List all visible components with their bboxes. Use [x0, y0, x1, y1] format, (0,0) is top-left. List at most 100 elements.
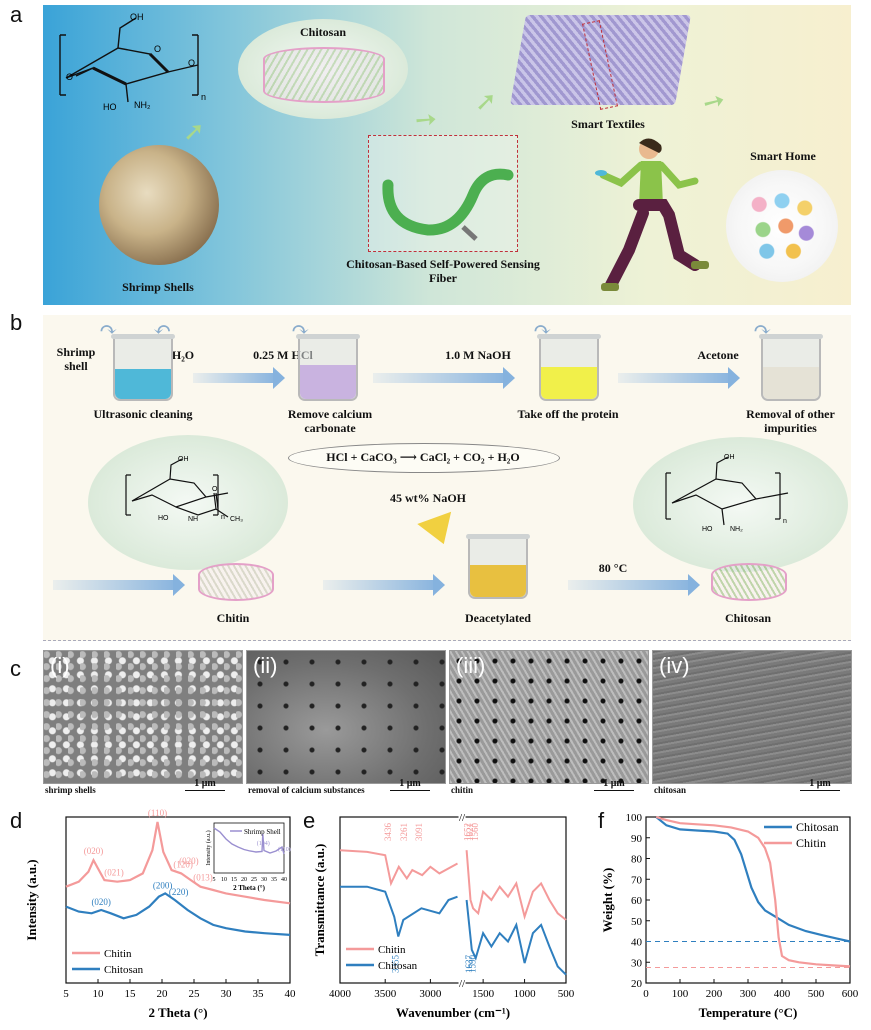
svg-text:O: O — [188, 58, 195, 68]
beaker-hcl — [296, 334, 360, 401]
y-axis-label-d: Intensity (a.u.) — [24, 859, 39, 940]
x-tick-label-f: 500 — [808, 988, 825, 1000]
y-tick-label-f: 90 — [631, 833, 643, 845]
y-tick-label-f: 80 — [631, 854, 643, 866]
runner-image — [595, 138, 709, 291]
reaction-oval — [288, 443, 560, 473]
reaction-equation: HCl + CaCO₃ ⟶ CaCl₂ + CO₂ + H₂O — [326, 450, 520, 464]
panel-b-background: Shrimp shell H₂O ↷ ↶ Ultrasonic cleaning… — [43, 315, 851, 641]
chitosan-structure-b: OH HO NH₂ n — [665, 454, 789, 533]
deacetylated-label: Deacetylated — [465, 611, 531, 625]
scale-bar-2: 1 μm — [390, 778, 430, 791]
h2o-label: H₂O — [171, 348, 195, 362]
step4-label: Removal of other impurities — [746, 407, 835, 435]
x-tick-label-f: 0 — [643, 988, 649, 1000]
annotation-chitosan-e: 1590 — [468, 955, 478, 974]
series-line-e-chitosan — [465, 899, 567, 976]
x-axis-label-f: Temperature (°C) — [699, 1005, 798, 1020]
annotation-chitin-d: (013) — [193, 873, 213, 883]
scale-bar-4-text: 1 μm — [809, 778, 831, 789]
x-tick-label-d: 35 — [253, 988, 265, 1000]
beaker-deacetylated — [466, 534, 530, 599]
inset-x-tick-label: 35 — [271, 877, 277, 883]
scale-bar-3-text: 1 μm — [603, 778, 625, 789]
axis-break-mark-top: // — [459, 812, 466, 824]
svg-text:O: O — [212, 486, 218, 493]
fiber-label: Chitosan-Based Self-Powered Sensing Fibe… — [346, 257, 540, 285]
legend-label-d: Chitin — [104, 948, 132, 960]
arrow-runner-to-home: ➚ — [697, 83, 731, 120]
sem-caption-4: chitosan — [654, 785, 687, 795]
annotation-chitin-d: (110) — [148, 808, 167, 818]
scale-bar-1: 1 μm — [185, 778, 225, 791]
annotation-chitin-e: 3261 — [399, 823, 409, 841]
series-line-e-chitin — [339, 849, 458, 887]
svg-text:n: n — [783, 518, 787, 525]
svg-text:HO: HO — [158, 515, 169, 522]
arrow-b-1 — [193, 367, 285, 389]
temp-label: 80 °C — [598, 561, 628, 575]
chitosan-dish-a — [263, 47, 385, 103]
panel-label-b: b — [10, 310, 23, 335]
panel-label-c: c — [10, 656, 21, 681]
x-tick-label-e: 3000 — [419, 988, 442, 1000]
svg-text:OH: OH — [178, 456, 189, 463]
x-tick-label-e: 4000 — [329, 988, 352, 1000]
svg-text:O: O — [66, 72, 73, 82]
y-tick-label-f: 50 — [631, 916, 643, 928]
arrow-b-4 — [53, 574, 185, 596]
svg-text:NH₂: NH₂ — [730, 526, 743, 533]
svg-text:OH: OH — [130, 12, 144, 22]
annotation-chitin-d: (020) — [84, 846, 104, 856]
inset-x-tick-label: 30 — [261, 877, 267, 883]
sem-image-2: (ii) — [246, 650, 446, 784]
shrimp-shells-label: Shrimp Shells — [122, 280, 194, 294]
y-tick-label-f: 30 — [631, 957, 643, 969]
arrow-shells-to-chitosan: ➚ — [183, 117, 205, 146]
x-tick-label-f: 200 — [706, 988, 723, 1000]
inset-x-tick-label: 40 — [281, 877, 287, 883]
shrimp-shell-label: Shrimp shell — [56, 345, 96, 373]
panel-label-a: a — [10, 2, 23, 27]
arrow-fiber-to-textiles: ➚ — [475, 87, 497, 116]
inset-x-tick-label: 15 — [231, 877, 237, 883]
sem-caption-2: removal of calcium substances — [248, 785, 365, 795]
y-axis-label-e: Transmittance (a.u.) — [312, 844, 327, 957]
plot-frame-d — [65, 816, 291, 984]
shrimp-shells-image — [99, 145, 219, 265]
sem-image-3: (iii) — [449, 650, 649, 784]
annotation-chitin-e: 3091 — [414, 823, 424, 841]
acetone-label: Acetone — [697, 348, 739, 362]
svg-text:NH: NH — [188, 516, 198, 523]
sem-label-1: (i) — [50, 653, 70, 678]
legend-label-e: Chitosan — [378, 960, 418, 972]
sem-caption-3: chitin — [451, 785, 474, 795]
axis-break-gap — [458, 815, 466, 985]
x-tick-label-e: 1500 — [472, 988, 495, 1000]
inset-x-tick-label: 10 — [221, 877, 227, 883]
sem-caption-1: shrimp shells — [45, 785, 96, 795]
series-line-e-chitin — [465, 850, 567, 921]
smart-home-label: Smart Home — [750, 149, 816, 163]
sem-image-1: (i) — [43, 650, 243, 784]
panel-label-e: e — [303, 808, 316, 833]
y-tick-label-f: 100 — [626, 812, 643, 824]
sem-label-2: (ii) — [253, 653, 278, 678]
series-line-f-chitin — [655, 815, 851, 968]
chitin-dish — [198, 563, 274, 601]
inset-x-tick-label: 20 — [241, 877, 247, 883]
chitosan-label-a: Chitosan — [299, 25, 346, 39]
arrow-b-2 — [373, 367, 515, 389]
svg-text:CH₃: CH₃ — [230, 516, 243, 523]
naoh45-label: 45 wt% NaOH — [390, 491, 466, 505]
inset-legend-label: Shrimp Shell — [244, 828, 281, 836]
panel-a-background: OH O O O HO NH₂ n Shrimp Shells Chitosan… — [43, 5, 851, 305]
sensing-fiber-image — [382, 168, 514, 241]
y-tick-label-f: 20 — [631, 978, 643, 990]
x-tick-label-f: 300 — [740, 988, 757, 1000]
arrow-b-3 — [618, 367, 740, 389]
smart-textiles-label: Smart Textiles — [571, 117, 645, 131]
